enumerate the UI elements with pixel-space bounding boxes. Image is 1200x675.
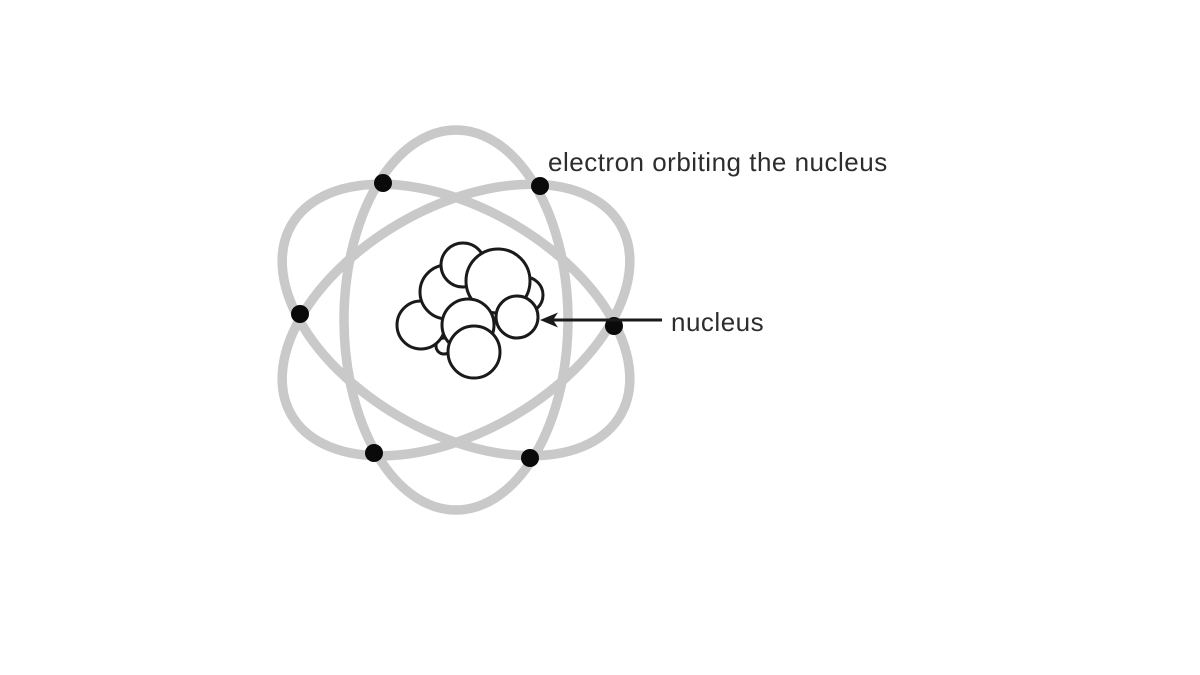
electron-dot [374, 174, 392, 192]
nucleon-circle [446, 324, 502, 380]
arrow-head [540, 312, 558, 328]
nucleon-circle [494, 294, 540, 340]
nucleus-cluster [395, 241, 545, 380]
electron-dot [531, 177, 549, 195]
orbit-ellipse [277, 179, 635, 461]
electron-dot [291, 305, 309, 323]
orbit-ellipse [277, 179, 635, 461]
electron-dot [365, 444, 383, 462]
electron-label: electron orbiting the nucleus [548, 147, 888, 177]
nucleus-label: nucleus [671, 307, 764, 337]
electron-dot [521, 449, 539, 467]
nucleus-pointer-arrow [540, 312, 662, 328]
electrons [291, 174, 623, 467]
